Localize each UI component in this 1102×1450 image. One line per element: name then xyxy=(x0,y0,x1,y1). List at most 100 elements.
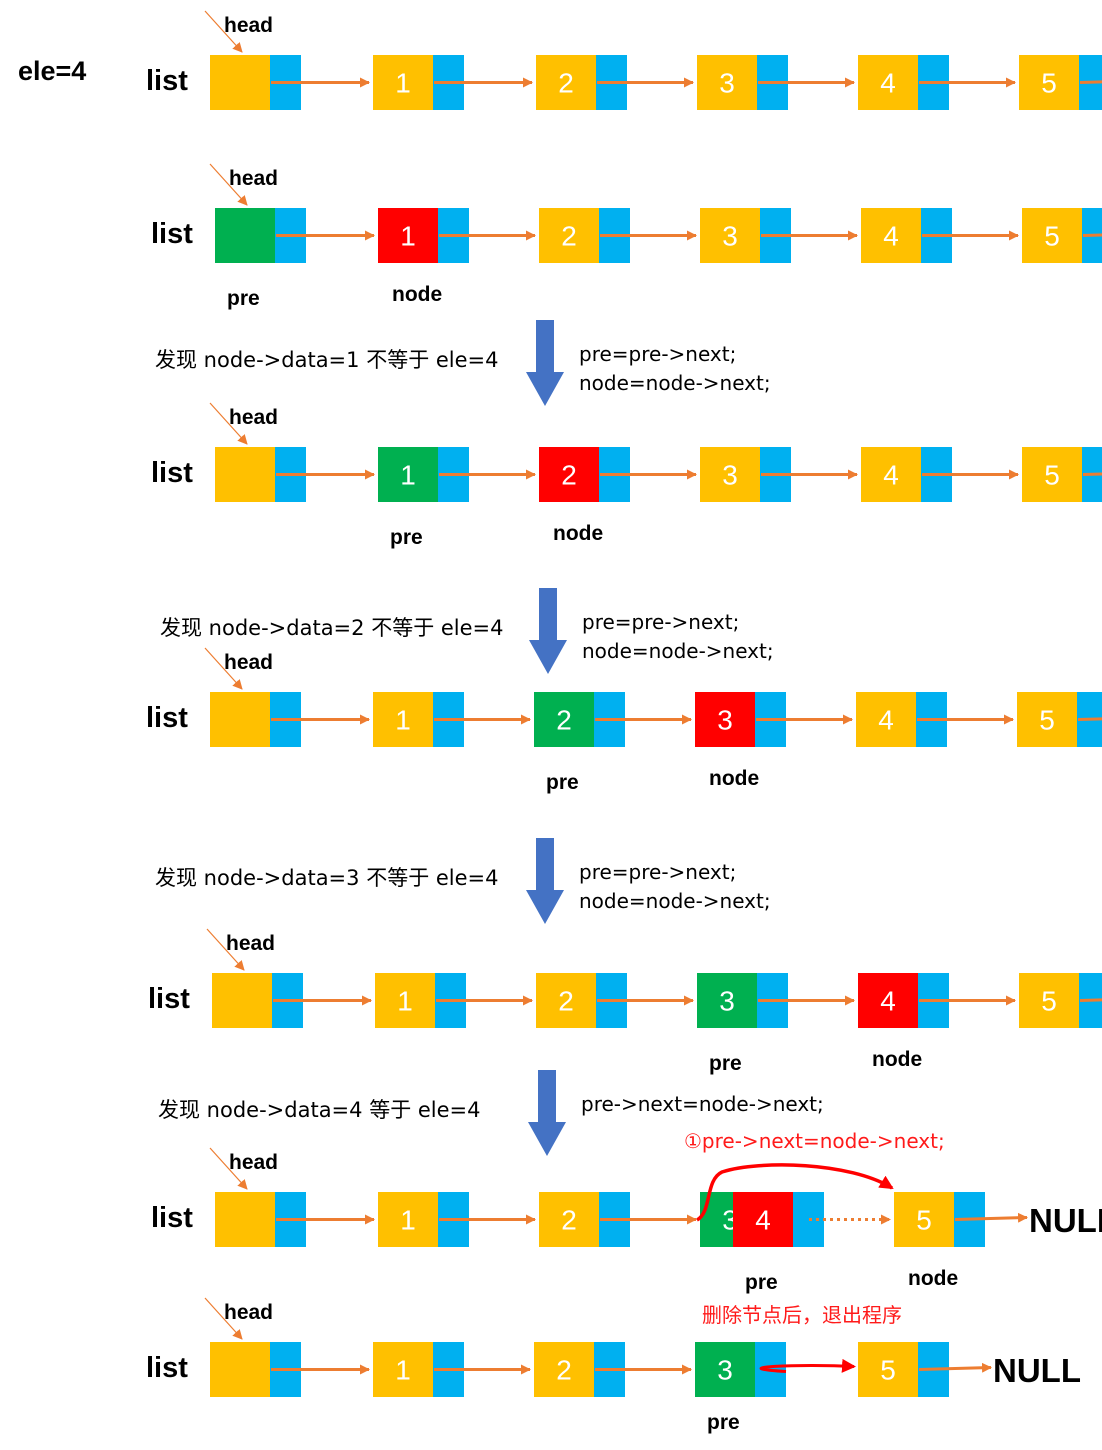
node-pointer-cell xyxy=(793,1192,824,1247)
node-value: 4 xyxy=(878,705,894,736)
node-value: 2 xyxy=(561,460,577,491)
list-label: list xyxy=(151,1202,193,1234)
null-arrow xyxy=(1082,472,1102,476)
node-data-cell xyxy=(373,1342,433,1397)
node-value: 1 xyxy=(395,1355,411,1386)
step-down-arrow xyxy=(526,320,564,406)
node-value: 3 xyxy=(719,68,735,99)
node-data-cell xyxy=(861,447,921,502)
node-label: node xyxy=(553,522,604,545)
node-data-cell xyxy=(1022,447,1082,502)
step-code-line: node=node->next; xyxy=(579,889,771,913)
head-label: head xyxy=(224,651,274,674)
pre-label: pre xyxy=(707,1411,740,1434)
node-value: 3 xyxy=(719,986,735,1017)
node-data-cell xyxy=(695,1342,755,1397)
list-label: list xyxy=(148,983,190,1015)
pre-label: pre xyxy=(227,287,260,310)
node-data-cell xyxy=(733,1192,793,1247)
step-caption: 发现 node->data=2 不等于 ele=4 xyxy=(160,616,504,640)
target-element-label: ele=4 xyxy=(18,56,87,86)
node-value: 1 xyxy=(400,1205,416,1236)
pre-label: pre xyxy=(745,1271,778,1294)
head-pointer-line xyxy=(209,402,248,445)
node-data-cell xyxy=(378,447,438,502)
list-label: list xyxy=(146,1352,188,1384)
node-data-cell xyxy=(210,692,270,747)
node-data-cell xyxy=(697,973,757,1028)
node-data-cell xyxy=(861,208,921,263)
node-data-cell xyxy=(210,1342,270,1397)
relink-annotation: ①pre->next=node->next; xyxy=(684,1129,945,1153)
node-data-cell xyxy=(375,973,435,1028)
node-data-cell xyxy=(539,1192,599,1247)
null-arrow xyxy=(918,1362,992,1373)
node-data-cell xyxy=(1019,55,1079,110)
list-label: list xyxy=(151,457,193,489)
node-value: 5 xyxy=(1041,68,1057,99)
null-arrow xyxy=(954,1212,1028,1223)
step-code-line: pre=pre->next; xyxy=(579,860,737,884)
node-data-cell xyxy=(1022,208,1082,263)
node-value: 5 xyxy=(1041,986,1057,1017)
node-value: 2 xyxy=(558,986,574,1017)
head-label: head xyxy=(224,14,274,37)
node-value: 2 xyxy=(561,221,577,252)
head-pointer-line xyxy=(206,928,245,971)
node-value: 1 xyxy=(400,460,416,491)
node-value: 5 xyxy=(880,1355,896,1386)
step-caption: 发现 node->data=1 不等于 ele=4 xyxy=(155,348,499,372)
head-label: head xyxy=(224,1301,274,1324)
pre-label: pre xyxy=(709,1052,742,1075)
node-data-cell xyxy=(894,1192,954,1247)
node-data-cell xyxy=(539,208,599,263)
null-arrow xyxy=(1079,80,1102,84)
null-arrow xyxy=(1082,233,1102,237)
node-value: 1 xyxy=(400,221,416,252)
head-label: head xyxy=(229,167,279,190)
node-data-cell xyxy=(1017,692,1077,747)
step-code-line: pre->next=node->next; xyxy=(581,1092,824,1116)
null-arrow xyxy=(1079,998,1102,1002)
null-arrow xyxy=(1077,717,1102,721)
node-data-cell xyxy=(539,447,599,502)
node-data-cell xyxy=(215,1192,275,1247)
node-value: 1 xyxy=(395,68,411,99)
node-data-cell xyxy=(215,447,275,502)
node-data-cell xyxy=(1019,973,1079,1028)
node-value: 3 xyxy=(717,1355,733,1386)
list-label: list xyxy=(146,702,188,734)
node-data-cell xyxy=(373,55,433,110)
node-data-cell xyxy=(536,55,596,110)
node-value: 2 xyxy=(558,68,574,99)
node-data-cell xyxy=(534,692,594,747)
node-data-cell xyxy=(378,208,438,263)
pre-label: pre xyxy=(390,526,423,549)
node-data-cell xyxy=(700,208,760,263)
step-code-line: node=node->next; xyxy=(582,639,774,663)
node-value: 4 xyxy=(880,68,896,99)
list-label: list xyxy=(146,65,188,97)
node-value: 2 xyxy=(556,705,572,736)
node-data-cell xyxy=(215,208,275,263)
node-data-cell xyxy=(536,973,596,1028)
node-data-cell xyxy=(858,973,918,1028)
relink-curve-arrow xyxy=(695,1163,894,1222)
step-code-line: pre=pre->next; xyxy=(579,342,737,366)
head-pointer-line xyxy=(204,1297,243,1340)
node-value: 4 xyxy=(880,986,896,1017)
node-value: 5 xyxy=(1044,221,1060,252)
list-label: list xyxy=(151,218,193,250)
node-data-cell xyxy=(856,692,916,747)
node-value: 5 xyxy=(1039,705,1055,736)
node-data-cell xyxy=(858,55,918,110)
node-label: node xyxy=(709,767,760,790)
node-value: 3 xyxy=(722,221,738,252)
head-pointer-line xyxy=(209,163,248,206)
step-caption: 发现 node->data=4 等于 ele=4 xyxy=(158,1098,481,1122)
node-value: 1 xyxy=(397,986,413,1017)
relinked-arrow xyxy=(759,1358,856,1373)
node-data-cell xyxy=(695,692,755,747)
